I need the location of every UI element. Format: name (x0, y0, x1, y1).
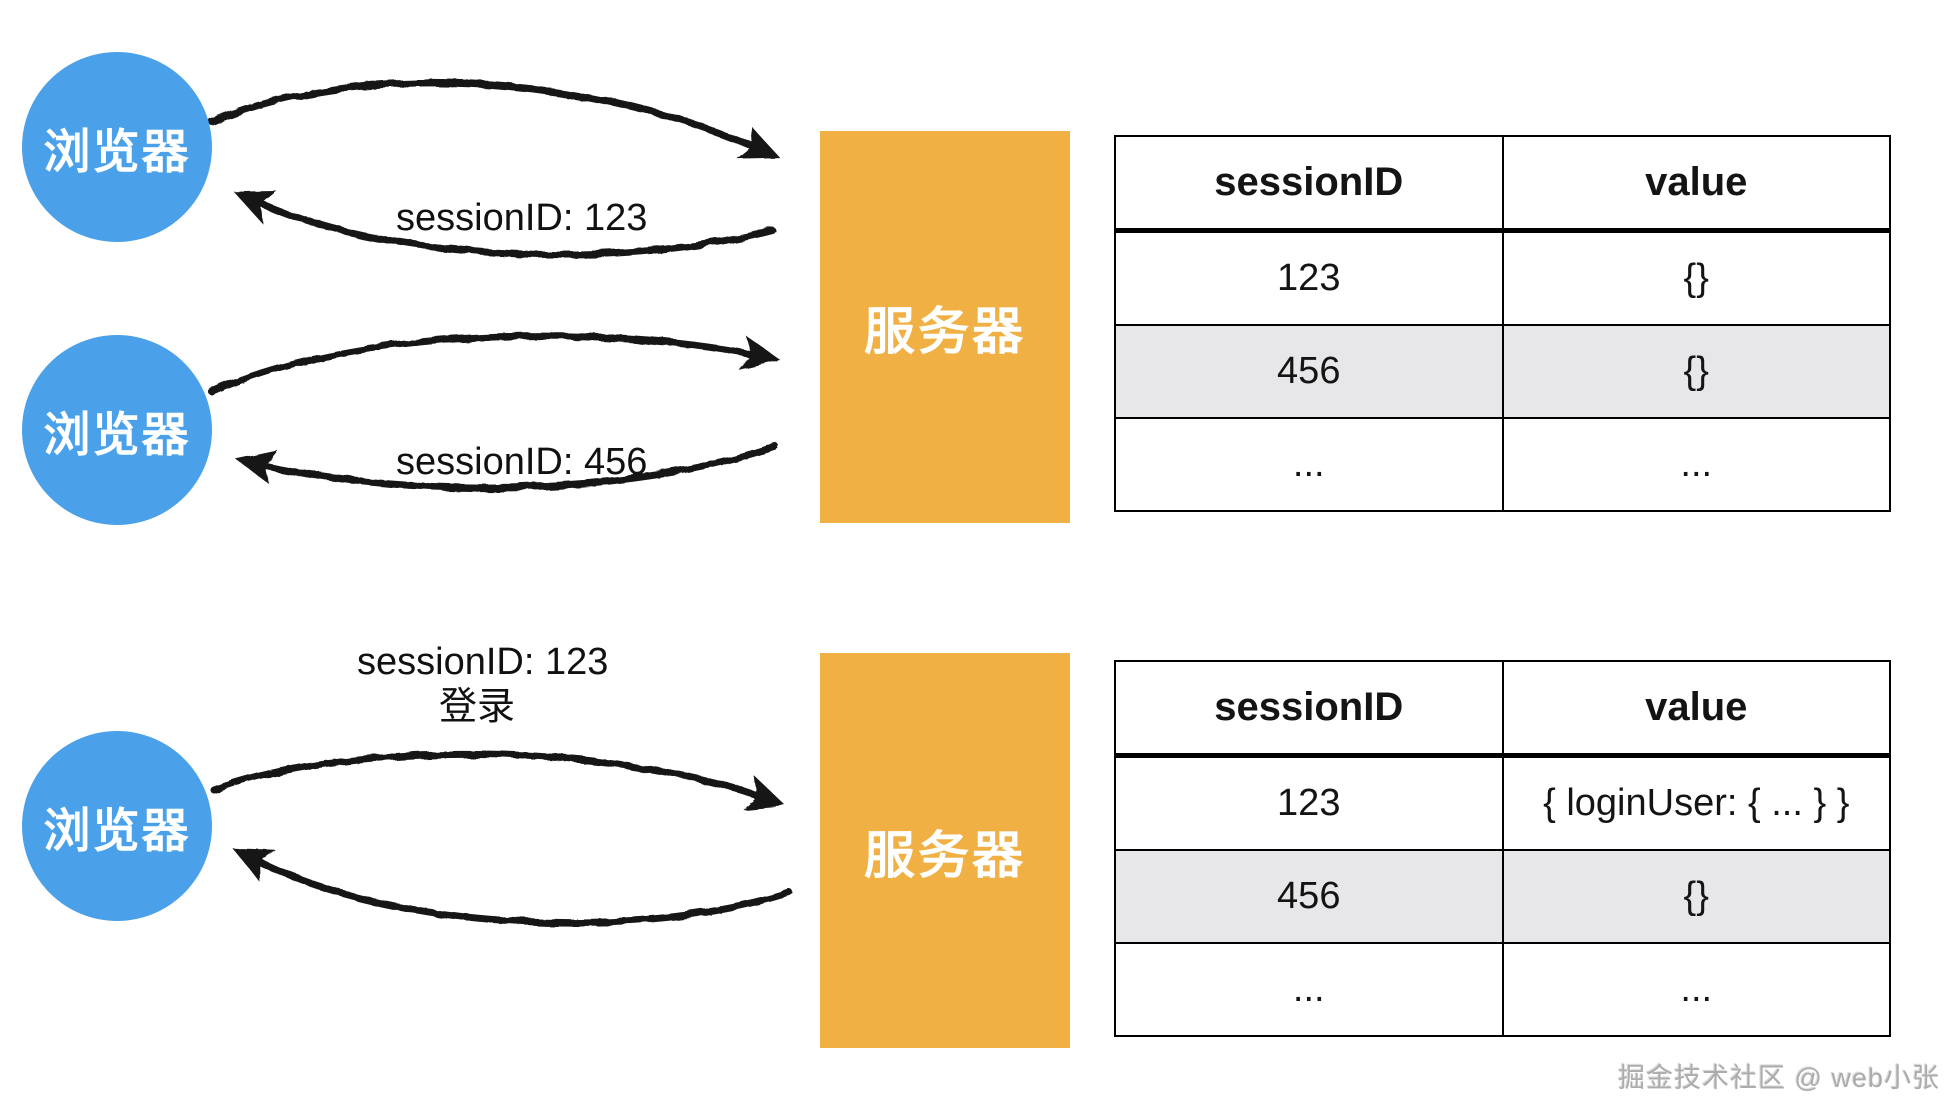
arrow-browser2-to-server (208, 332, 781, 396)
cell-value: { loginUser: { ... } } (1501, 754, 1891, 851)
table-row: ... ... (1114, 417, 1891, 512)
arrow-browser1-to-server (208, 79, 781, 160)
arrow-server-to-browser3 (232, 848, 794, 927)
arrow-browser3-to-server (210, 750, 786, 810)
browser-node-2: 浏览器 (22, 335, 212, 525)
col-header-value: value (1501, 660, 1891, 758)
flow-label-login-line: 登录 (438, 686, 515, 728)
table-row: 123 {} (1114, 229, 1891, 326)
session-table-top: sessionID value 123 {} 456 {} ... ... (1114, 135, 1891, 512)
browser-node-2-label: 浏览器 (43, 407, 191, 461)
server-node-top: 服务器 (820, 131, 1070, 523)
browser-node-1: 浏览器 (22, 52, 212, 242)
table-row: 123 { loginUser: { ... } } (1114, 754, 1891, 851)
session-table-bottom: sessionID value 123 { loginUser: { ... }… (1114, 660, 1891, 1037)
col-header-sessionid: sessionID (1114, 135, 1504, 233)
flow-label-session-456: sessionID: 456 (396, 441, 648, 483)
cell-sessionid: ... (1114, 942, 1504, 1037)
flow-label-session-123-login: sessionID: 123 登录 (357, 640, 609, 730)
col-header-sessionid: sessionID (1114, 660, 1504, 758)
cell-sessionid: 123 (1114, 754, 1504, 851)
browser-node-3: 浏览器 (22, 731, 212, 921)
browser-node-3-label: 浏览器 (43, 803, 191, 857)
table-header-row: sessionID value (1114, 135, 1891, 233)
server-node-top-label: 服务器 (863, 303, 1026, 360)
table-header-row: sessionID value (1114, 660, 1891, 758)
table-row: 456 {} (1114, 849, 1891, 944)
server-node-bottom-label: 服务器 (863, 826, 1026, 884)
browser-node-1-label: 浏览器 (43, 124, 191, 178)
flow-label-session-123: sessionID: 123 (396, 197, 648, 239)
cell-value: {} (1501, 324, 1891, 419)
cell-sessionid: ... (1114, 417, 1504, 512)
cell-value: ... (1501, 417, 1891, 512)
cell-sessionid: 123 (1114, 229, 1504, 326)
cell-value: ... (1501, 942, 1891, 1037)
cell-value: {} (1501, 229, 1891, 326)
cell-sessionid: 456 (1114, 324, 1504, 419)
cell-value: {} (1501, 849, 1891, 944)
table-row: 456 {} (1114, 324, 1891, 419)
flow-label-session-id-line: sessionID: 123 (357, 641, 609, 683)
cell-sessionid: 456 (1114, 849, 1504, 944)
watermark: 掘金技术社区 @ web小张 (1618, 1063, 1940, 1093)
table-row: ... ... (1114, 942, 1891, 1037)
col-header-value: value (1501, 135, 1891, 233)
server-node-bottom: 服务器 (820, 653, 1070, 1048)
